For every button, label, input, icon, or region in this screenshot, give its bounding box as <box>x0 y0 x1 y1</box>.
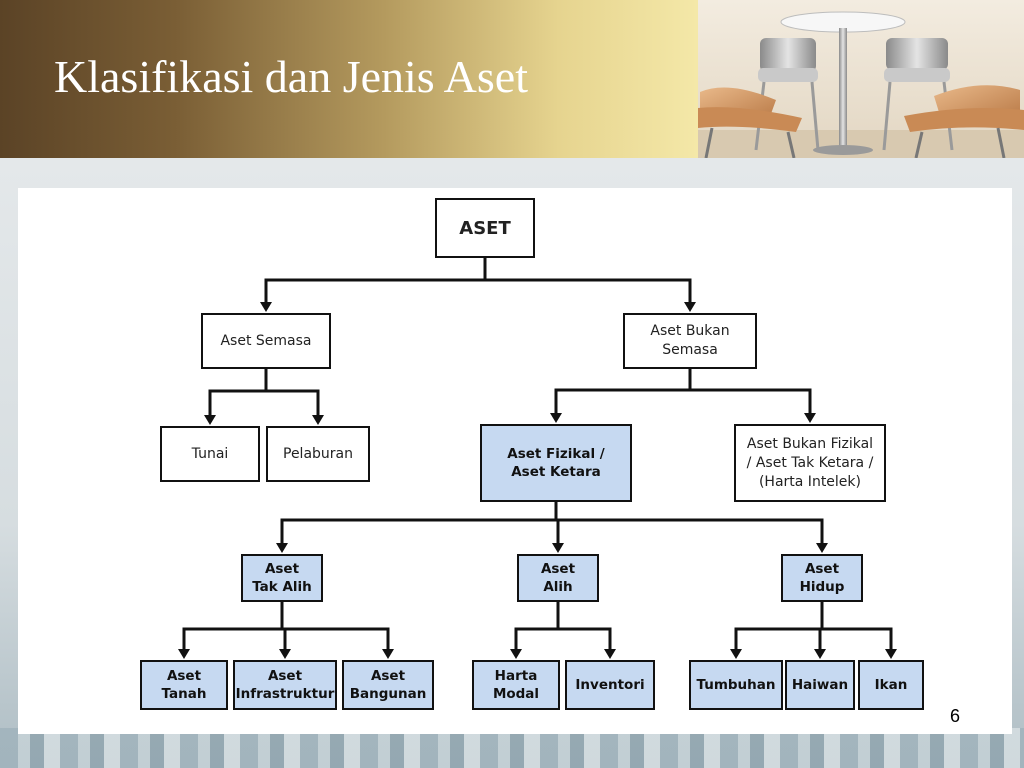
node-aset-tak-alih: Aset Tak Alih <box>241 554 323 602</box>
arrow-head <box>684 302 696 312</box>
arrow-head <box>510 649 522 659</box>
page-number: 6 <box>950 706 961 726</box>
arrow-head <box>552 543 564 553</box>
node-aset-bukan-fizikal: Aset Bukan Fizikal / Aset Tak Ketara / (… <box>734 424 886 502</box>
node-pelaburan: Pelaburan <box>266 426 370 482</box>
header-photo <box>698 0 1024 158</box>
arrow-head <box>276 543 288 553</box>
arrow-head <box>885 649 897 659</box>
node-tumbuhan: Tumbuhan <box>689 660 783 710</box>
node-tunai: Tunai <box>160 426 260 482</box>
arrow-head <box>814 649 826 659</box>
arrow-head <box>604 649 616 659</box>
node-ikan: Ikan <box>858 660 924 710</box>
node-aset-semasa: Aset Semasa <box>201 313 331 369</box>
node-aset-fizikal: Aset Fizikal / Aset Ketara <box>480 424 632 502</box>
background-pattern <box>0 728 1024 768</box>
arrow-head <box>178 649 190 659</box>
furniture-photo-image <box>698 0 1024 158</box>
node-aset-bukan-semasa: Aset Bukan Semasa <box>623 313 757 369</box>
node-inventori: Inventori <box>565 660 655 710</box>
arrow-head <box>804 413 816 423</box>
header-band: Klasifikasi dan Jenis Aset <box>0 0 698 158</box>
slide-title: Klasifikasi dan Jenis Aset <box>54 51 528 102</box>
node-aset-bangunan: Aset Bangunan <box>342 660 434 710</box>
node-haiwan: Haiwan <box>785 660 855 710</box>
arrow-head <box>279 649 291 659</box>
node-aset-infrastruktur: Aset Infrastruktur <box>233 660 337 710</box>
arrow-head <box>382 649 394 659</box>
diagram-connectors <box>178 258 897 659</box>
arrow-head <box>312 415 324 425</box>
node-aset-tanah: Aset Tanah <box>140 660 228 710</box>
node-aset-alih: Aset Alih <box>517 554 599 602</box>
arrow-head <box>550 413 562 423</box>
arrow-head <box>260 302 272 312</box>
arrow-head <box>816 543 828 553</box>
node-aset: ASET <box>435 198 535 258</box>
arrow-head <box>730 649 742 659</box>
node-aset-hidup: Aset Hidup <box>781 554 863 602</box>
arrow-head <box>204 415 216 425</box>
asset-classification-diagram: ASET Aset Semasa Aset Bukan Semasa Tunai… <box>138 188 958 718</box>
node-harta-modal: Harta Modal <box>472 660 560 710</box>
